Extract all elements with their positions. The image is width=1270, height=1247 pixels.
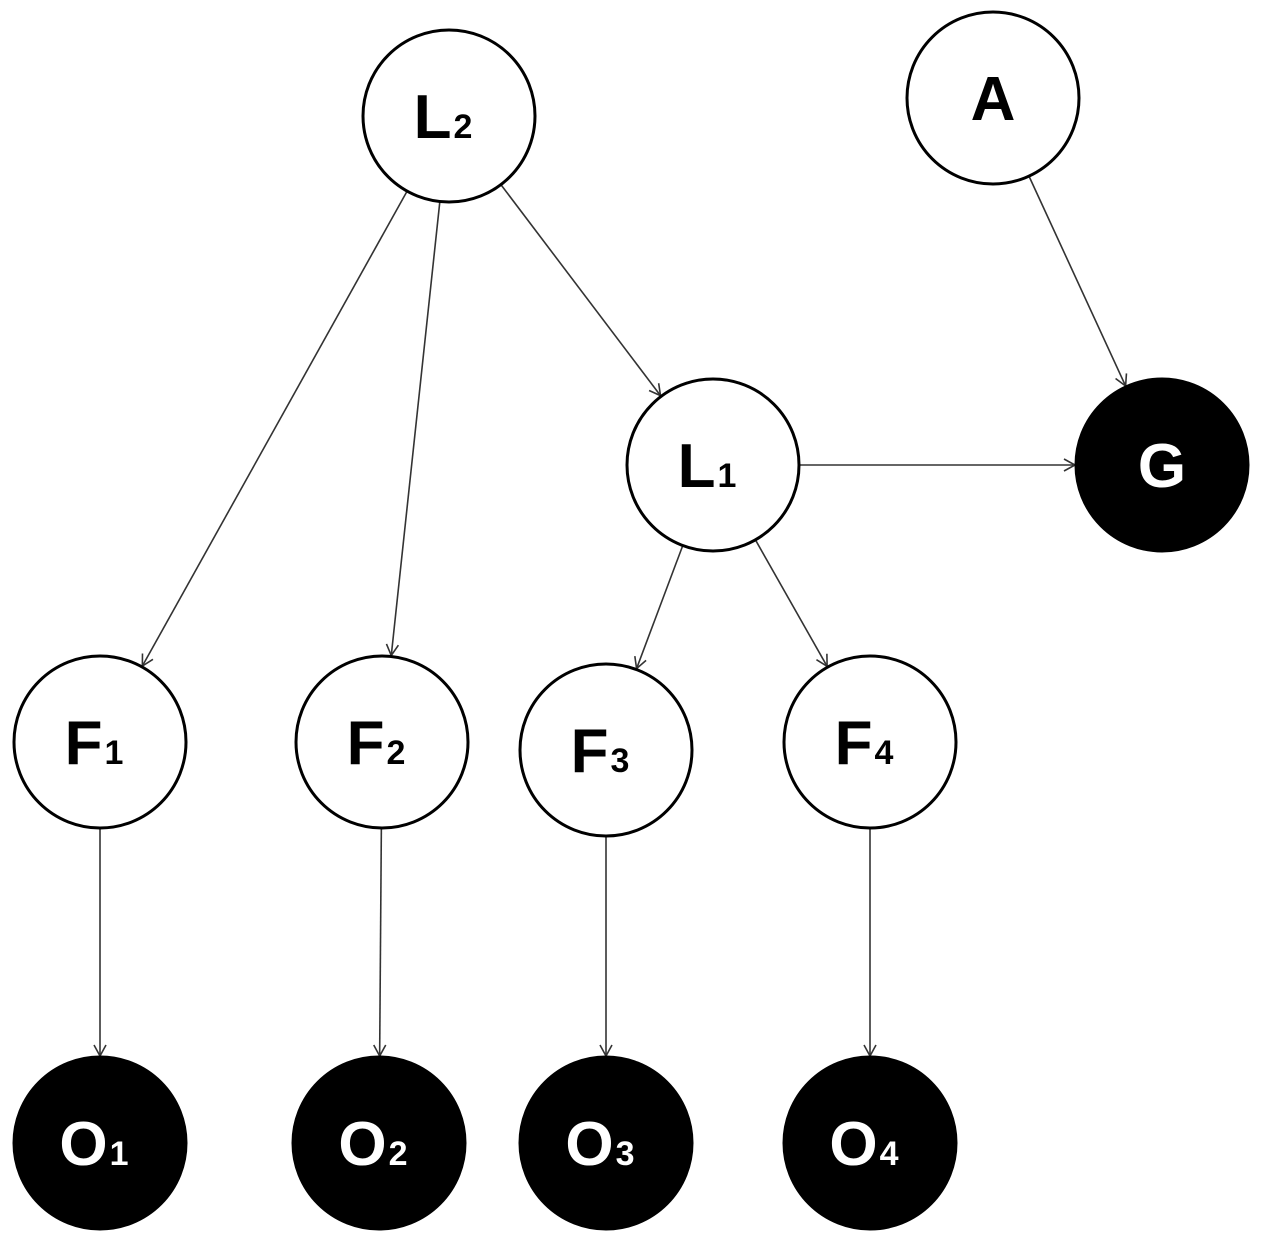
edge-l2-to-f1 (141, 190, 408, 668)
node-label-f1: F1 (65, 709, 124, 778)
node-l1: L1 (625, 377, 801, 553)
node-circle-g (1074, 377, 1250, 553)
node-circle-o2 (291, 1055, 467, 1231)
node-circle-f4 (782, 654, 958, 830)
node-f2: F2 (294, 654, 470, 830)
node-letter-a: A (971, 65, 1016, 134)
edge-l2-to-l1 (500, 184, 662, 397)
node-subscript-o4: 4 (880, 1135, 899, 1173)
node-label-o2: O2 (338, 1110, 407, 1179)
node-circle-o1 (12, 1055, 188, 1231)
node-o4: O4 (782, 1055, 958, 1231)
node-circle-o3 (518, 1055, 694, 1231)
edge-l1-to-f3 (634, 545, 684, 671)
node-g: G (1074, 377, 1250, 553)
node-circle-f2 (294, 654, 470, 830)
node-letter-o3: O (565, 1110, 613, 1179)
node-subscript-f4: 4 (874, 734, 893, 772)
node-letter-f3: F (571, 717, 609, 786)
edges-layer (93, 175, 1128, 1058)
node-label-l2: L2 (414, 83, 473, 152)
node-label-l1: L1 (678, 432, 737, 501)
node-f4: F4 (782, 654, 958, 830)
edge-l2-to-f2 (385, 201, 441, 658)
node-circle-f3 (518, 662, 694, 838)
node-label-o3: O3 (565, 1110, 634, 1179)
node-circle-f1 (12, 654, 188, 830)
node-a: A (905, 10, 1081, 186)
node-letter-o2: O (338, 1110, 386, 1179)
node-o1: O1 (12, 1055, 188, 1231)
edge-a-to-g (1028, 175, 1128, 388)
node-letter-f1: F (65, 709, 103, 778)
node-f1: F1 (12, 654, 188, 830)
node-subscript-f1: 1 (104, 734, 123, 772)
node-letter-g: G (1138, 432, 1186, 501)
node-letter-l1: L (678, 432, 716, 501)
node-circle-o4 (782, 1055, 958, 1231)
node-label-o4: O4 (829, 1110, 898, 1179)
node-subscript-o2: 2 (389, 1135, 408, 1173)
node-subscript-f2: 2 (386, 734, 405, 772)
node-letter-o1: O (59, 1110, 107, 1179)
node-circle-l1 (625, 377, 801, 553)
node-letter-f2: F (347, 709, 385, 778)
node-label-o1: O1 (59, 1110, 128, 1179)
node-letter-f4: F (835, 709, 873, 778)
node-label-f2: F2 (347, 709, 406, 778)
node-subscript-o1: 1 (110, 1135, 129, 1173)
node-subscript-f3: 3 (610, 742, 629, 780)
node-o3: O3 (518, 1055, 694, 1231)
node-subscript-o3: 3 (616, 1135, 635, 1173)
edge-f2-to-o2 (373, 827, 387, 1058)
node-letter-l2: L (414, 83, 452, 152)
node-label-g: G (1138, 432, 1186, 501)
edge-l1-to-f4 (754, 539, 828, 668)
node-label-a: A (971, 65, 1016, 134)
node-o2: O2 (291, 1055, 467, 1231)
node-f3: F3 (518, 662, 694, 838)
node-l2: L2 (361, 28, 537, 204)
node-subscript-l2: 2 (453, 108, 472, 146)
node-letter-o4: O (829, 1110, 877, 1179)
node-subscript-l1: 1 (717, 457, 736, 495)
node-circle-l2 (361, 28, 537, 204)
node-label-f3: F3 (571, 717, 630, 786)
node-label-f4: F4 (835, 709, 894, 778)
node-circle-a (905, 10, 1081, 186)
